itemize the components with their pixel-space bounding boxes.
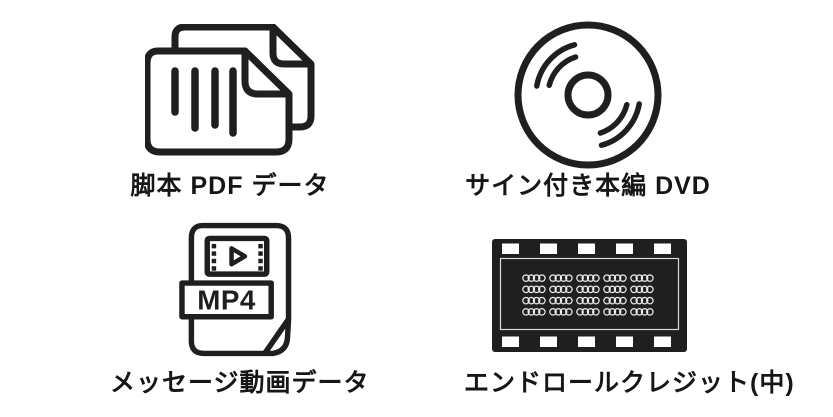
item-endroll-credit: エンドロールクレジット(中) <box>464 239 795 398</box>
item-label-signed-dvd: サイン付き本編 DVD <box>465 172 711 200</box>
item-message-video: MP4 メッセージ動画データ <box>110 221 370 398</box>
documents-icon <box>145 24 315 156</box>
mp4-badge: MP4 <box>197 284 256 315</box>
item-label-endroll-credit: エンドロールクレジット(中) <box>464 369 795 397</box>
item-signed-dvd: サイン付き本編 DVD <box>463 19 713 201</box>
credit-rows <box>521 272 657 318</box>
film-frame-icon <box>204 235 269 277</box>
item-label-script-pdf: 脚本 PDF データ <box>130 172 330 200</box>
dvd-disc-icon <box>514 21 662 169</box>
film-strip-icon <box>491 239 687 352</box>
item-label-message-video: メッセージ動画データ <box>110 369 370 397</box>
item-script-pdf: 脚本 PDF データ <box>105 24 355 201</box>
mp4-file-icon: MP4 <box>178 222 291 357</box>
play-icon <box>228 246 247 267</box>
